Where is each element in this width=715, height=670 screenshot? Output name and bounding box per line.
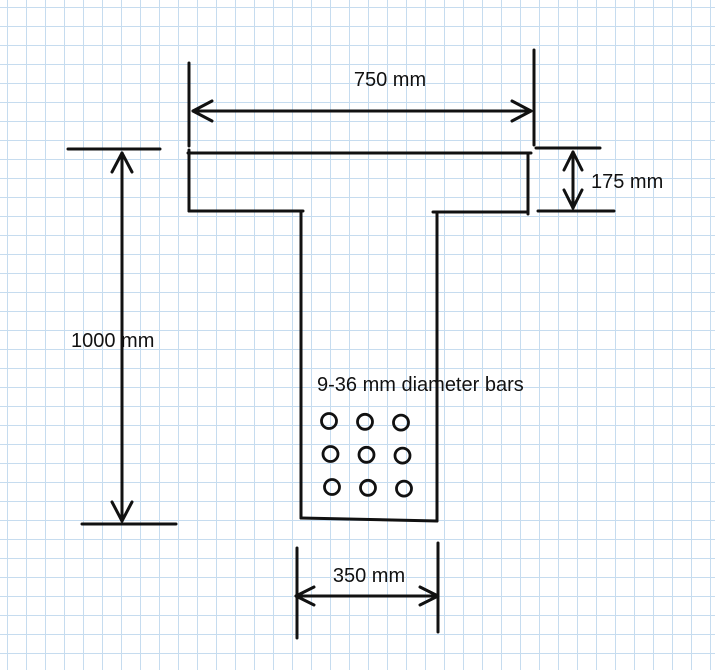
reinforcing-bar — [392, 413, 410, 432]
web-width-dimension: 350 mm — [294, 541, 440, 640]
arrowhead-up — [562, 150, 584, 172]
reinforcement-label: 9-36 mm diameter bars — [317, 374, 524, 396]
web-bottom-edge — [299, 516, 439, 523]
flange-width-label: 750 mm — [354, 69, 426, 91]
arrowhead-right — [510, 99, 533, 123]
arrowhead-down — [110, 500, 134, 523]
arrowhead-left — [294, 585, 316, 607]
reinforcing-bar — [357, 445, 376, 464]
total-depth-dimension: 1000 mm — [66, 147, 178, 526]
web-width-label: 350 mm — [333, 565, 405, 587]
reinforcing-bar — [356, 412, 374, 431]
arrowhead-left — [191, 99, 214, 123]
reinforcing-bar — [359, 478, 377, 497]
flange-thickness-dimension: 175 mm — [534, 146, 663, 213]
arrowhead-up — [110, 151, 134, 174]
reinforcement-bars — [320, 412, 413, 498]
arrowhead-down — [562, 188, 584, 210]
arrowhead-right — [418, 585, 440, 607]
reinforcing-bar — [393, 446, 412, 465]
reinforcing-bar — [395, 479, 413, 498]
total-depth-label: 1000 mm — [71, 330, 154, 352]
reinforcement-group: 9-36 mm diameter bars — [317, 374, 524, 498]
tbeam-outline — [186, 148, 533, 523]
reinforcing-bar — [323, 478, 341, 496]
flange-thickness-label: 175 mm — [591, 171, 663, 193]
reinforcing-bar — [320, 412, 338, 430]
flange-width-dimension: 750 mm — [187, 48, 536, 148]
reinforcing-bar — [321, 445, 340, 463]
